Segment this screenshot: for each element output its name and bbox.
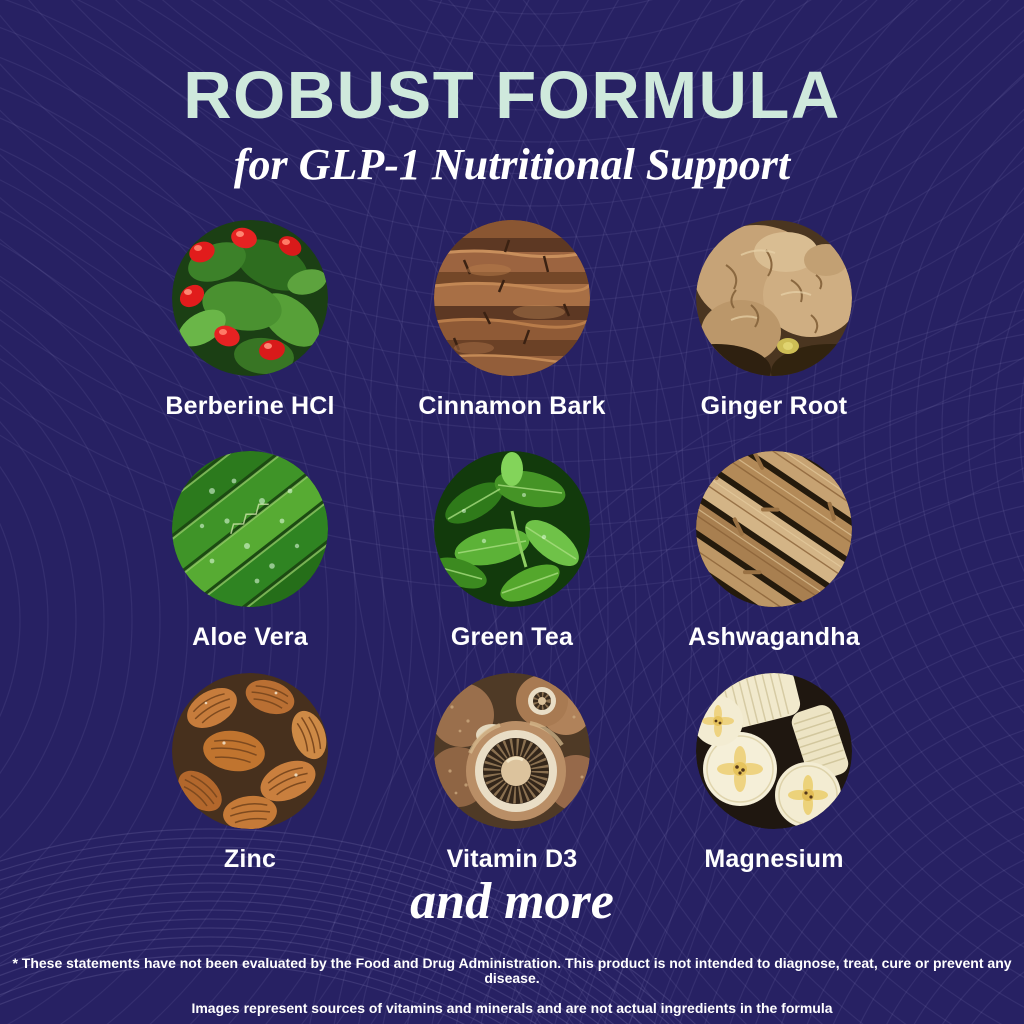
green-tea-leaves-photo xyxy=(434,451,590,607)
ingredient-vitamin-d3: Vitamin D3 xyxy=(381,673,643,874)
ingredient-zinc: Zinc xyxy=(119,673,381,874)
aloe-vera-photo xyxy=(172,451,328,607)
ingredient-label: Vitamin D3 xyxy=(446,845,578,873)
ingredient-grid: Berberine HCl xyxy=(119,220,905,874)
header: ROBUST FORMULA for GLP-1 Nutritional Sup… xyxy=(0,62,1024,187)
ingredient-ashwagandha: Ashwagandha xyxy=(643,451,905,652)
ingredient-label: Ginger Root xyxy=(700,392,848,420)
ginger-root-photo xyxy=(696,220,852,376)
ingredient-berberine: Berberine HCl xyxy=(119,220,381,421)
ingredient-row-1: Berberine HCl xyxy=(119,220,905,421)
mushrooms-photo xyxy=(434,673,590,829)
ingredient-green-tea: Green Tea xyxy=(381,451,643,652)
ingredient-aloe: Aloe Vera xyxy=(119,451,381,652)
ingredient-row-2: Aloe Vera xyxy=(119,451,905,652)
ingredient-row-3: Zinc xyxy=(119,673,905,874)
ingredient-label: Aloe Vera xyxy=(192,623,308,651)
berberine-berries-photo xyxy=(172,220,328,376)
ashwagandha-roots-photo xyxy=(696,451,852,607)
banana-slices-photo xyxy=(696,673,852,829)
ingredient-label: Zinc xyxy=(223,845,277,873)
ingredient-magnesium: Magnesium xyxy=(643,673,905,874)
ingredient-label: Ashwagandha xyxy=(688,623,860,651)
disclaimer-line-1: * These statements have not been evaluat… xyxy=(12,955,1012,987)
disclaimer: * These statements have not been evaluat… xyxy=(0,955,1024,1016)
page-subtitle: for GLP-1 Nutritional Support xyxy=(233,140,791,189)
almonds-photo xyxy=(172,673,328,829)
page-title: ROBUST FORMULA xyxy=(183,58,841,133)
ingredient-label: Magnesium xyxy=(704,845,844,873)
disclaimer-line-2: Images represent sources of vitamins and… xyxy=(191,999,833,1016)
and-more-text: and more xyxy=(410,873,614,930)
ingredient-ginger: Ginger Root xyxy=(643,220,905,421)
ingredient-label: Green Tea xyxy=(450,623,574,651)
ingredient-label: Cinnamon Bark xyxy=(418,392,606,420)
cinnamon-bark-photo xyxy=(434,220,590,376)
ingredient-cinnamon: Cinnamon Bark xyxy=(381,220,643,421)
ingredient-label: Berberine HCl xyxy=(165,392,335,420)
